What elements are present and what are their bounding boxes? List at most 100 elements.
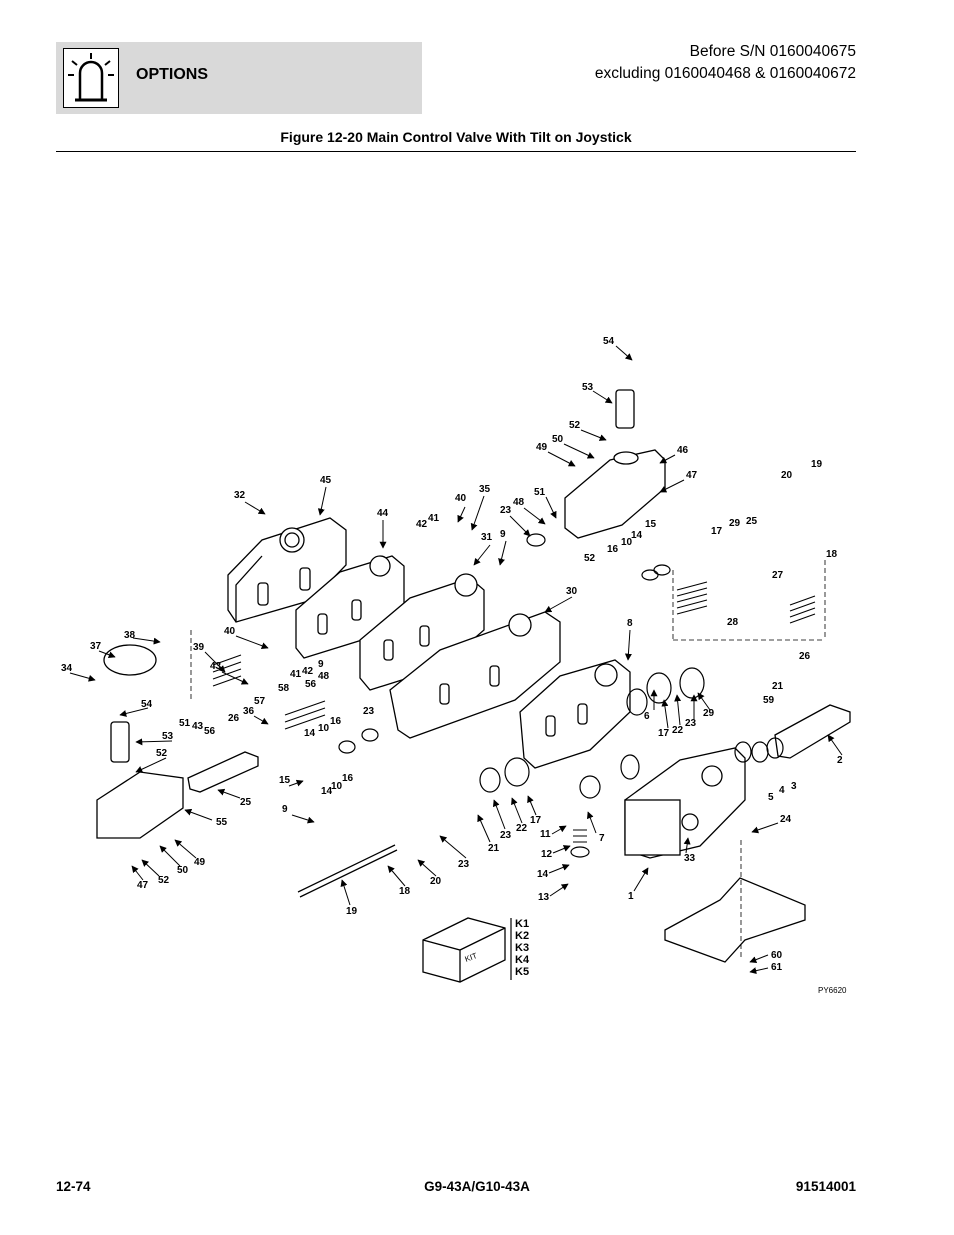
callout-9: 9 xyxy=(318,659,324,670)
kit-item: K5 xyxy=(515,966,529,978)
callout-9: 9 xyxy=(500,529,506,540)
page-number: 12-74 xyxy=(56,1179,91,1194)
callout-16: 16 xyxy=(330,716,342,727)
callout-55: 55 xyxy=(216,817,228,828)
callout-14: 14 xyxy=(321,786,333,797)
document-number: 91514001 xyxy=(795,1179,856,1194)
callout-39: 39 xyxy=(193,642,205,653)
callout-13: 13 xyxy=(538,892,550,903)
callout-10: 10 xyxy=(318,723,330,734)
callout-30: 30 xyxy=(566,586,578,597)
callout-23: 23 xyxy=(458,859,470,870)
callout-54: 54 xyxy=(603,336,615,347)
callout-15: 15 xyxy=(279,775,291,786)
serial-range-line-2: excluding 0160040468 & 0160040672 xyxy=(594,65,856,82)
callout-19: 19 xyxy=(346,906,358,917)
callout-52: 52 xyxy=(158,875,170,886)
callout-9: 9 xyxy=(282,804,288,815)
callout-37: 37 xyxy=(90,641,102,652)
callout-53: 53 xyxy=(162,731,174,742)
callout-24: 24 xyxy=(780,814,792,825)
callout-50: 50 xyxy=(177,865,189,876)
callout-17: 17 xyxy=(711,526,723,537)
callout-26: 26 xyxy=(228,713,240,724)
callout-41: 41 xyxy=(290,669,302,680)
callout-42: 42 xyxy=(416,519,428,530)
callout-58: 58 xyxy=(278,683,290,694)
callout-23: 23 xyxy=(500,505,512,516)
callout-38: 38 xyxy=(124,630,136,641)
callout-25: 25 xyxy=(746,516,758,527)
callout-44: 44 xyxy=(377,508,389,519)
figure-reference-code: PY6620 xyxy=(818,986,847,995)
callout-8: 8 xyxy=(627,618,633,629)
callout-43: 43 xyxy=(192,721,204,732)
callout-61: 61 xyxy=(771,962,783,973)
callout-57: 57 xyxy=(254,696,266,707)
callout-28: 28 xyxy=(727,617,739,628)
callout-29: 29 xyxy=(729,518,741,529)
callout-45: 45 xyxy=(320,475,332,486)
header-rule xyxy=(56,151,856,152)
callout-26: 26 xyxy=(799,651,811,662)
serial-range-line-1: Before S/N 0160040675 xyxy=(689,43,856,60)
callout-36: 36 xyxy=(243,706,255,717)
kit-item: K2 xyxy=(515,930,529,942)
callout-20: 20 xyxy=(430,876,442,887)
callout-60: 60 xyxy=(771,950,783,961)
callout-33: 33 xyxy=(684,853,696,864)
callout-41: 41 xyxy=(428,513,440,524)
callout-56: 56 xyxy=(305,679,317,690)
callout-labels: 54 53 52 50 49 46 47 51 48 23 52 20 19 1… xyxy=(61,336,843,973)
callout-7: 7 xyxy=(599,833,605,844)
callout-50: 50 xyxy=(552,434,564,445)
callout-42: 42 xyxy=(302,666,314,677)
callout-10: 10 xyxy=(331,781,343,792)
callout-52: 52 xyxy=(569,420,581,431)
callout-14: 14 xyxy=(537,869,549,880)
callout-25: 25 xyxy=(240,797,252,808)
callout-48: 48 xyxy=(318,671,330,682)
callout-16: 16 xyxy=(342,773,354,784)
callout-4: 4 xyxy=(779,785,785,796)
callout-16: 16 xyxy=(607,544,619,555)
o-rings-drawing xyxy=(338,533,784,858)
callout-21: 21 xyxy=(772,681,784,692)
callout-23: 23 xyxy=(685,718,697,729)
callout-40: 40 xyxy=(224,626,236,637)
callout-54: 54 xyxy=(141,699,153,710)
kit-list: K1 K2 K3 K4 K5 xyxy=(515,918,530,978)
kit-item: K3 xyxy=(515,942,529,954)
callout-5: 5 xyxy=(768,792,774,803)
callout-21: 21 xyxy=(488,843,500,854)
callout-49: 49 xyxy=(536,442,548,453)
callout-1: 1 xyxy=(628,891,634,902)
callout-22: 22 xyxy=(516,823,528,834)
alignment-lines xyxy=(190,560,826,960)
callout-34: 34 xyxy=(61,663,73,674)
leader-arrows xyxy=(69,345,843,975)
callout-2: 2 xyxy=(837,755,843,766)
callout-10: 10 xyxy=(621,537,633,548)
callout-31: 31 xyxy=(481,532,493,543)
model-number: G9-43A/G10-43A xyxy=(424,1179,530,1194)
callout-14: 14 xyxy=(631,530,643,541)
callout-52: 52 xyxy=(584,553,596,564)
kit-item: K1 xyxy=(515,918,529,930)
callout-11: 11 xyxy=(540,829,551,840)
callout-23: 23 xyxy=(500,830,512,841)
callout-29: 29 xyxy=(703,708,715,719)
callout-18: 18 xyxy=(826,549,838,560)
callout-27: 27 xyxy=(772,570,784,581)
figure-title: Figure 12-20 Main Control Valve With Til… xyxy=(280,129,632,145)
callout-46: 46 xyxy=(677,445,689,456)
callout-19: 19 xyxy=(811,459,823,470)
callout-40: 40 xyxy=(455,493,467,504)
kit-box-label: KIT xyxy=(464,951,479,964)
callout-32: 32 xyxy=(234,490,246,501)
callout-51: 51 xyxy=(179,718,191,729)
callout-14: 14 xyxy=(304,728,316,739)
callout-3: 3 xyxy=(791,781,797,792)
callout-49: 49 xyxy=(194,857,206,868)
